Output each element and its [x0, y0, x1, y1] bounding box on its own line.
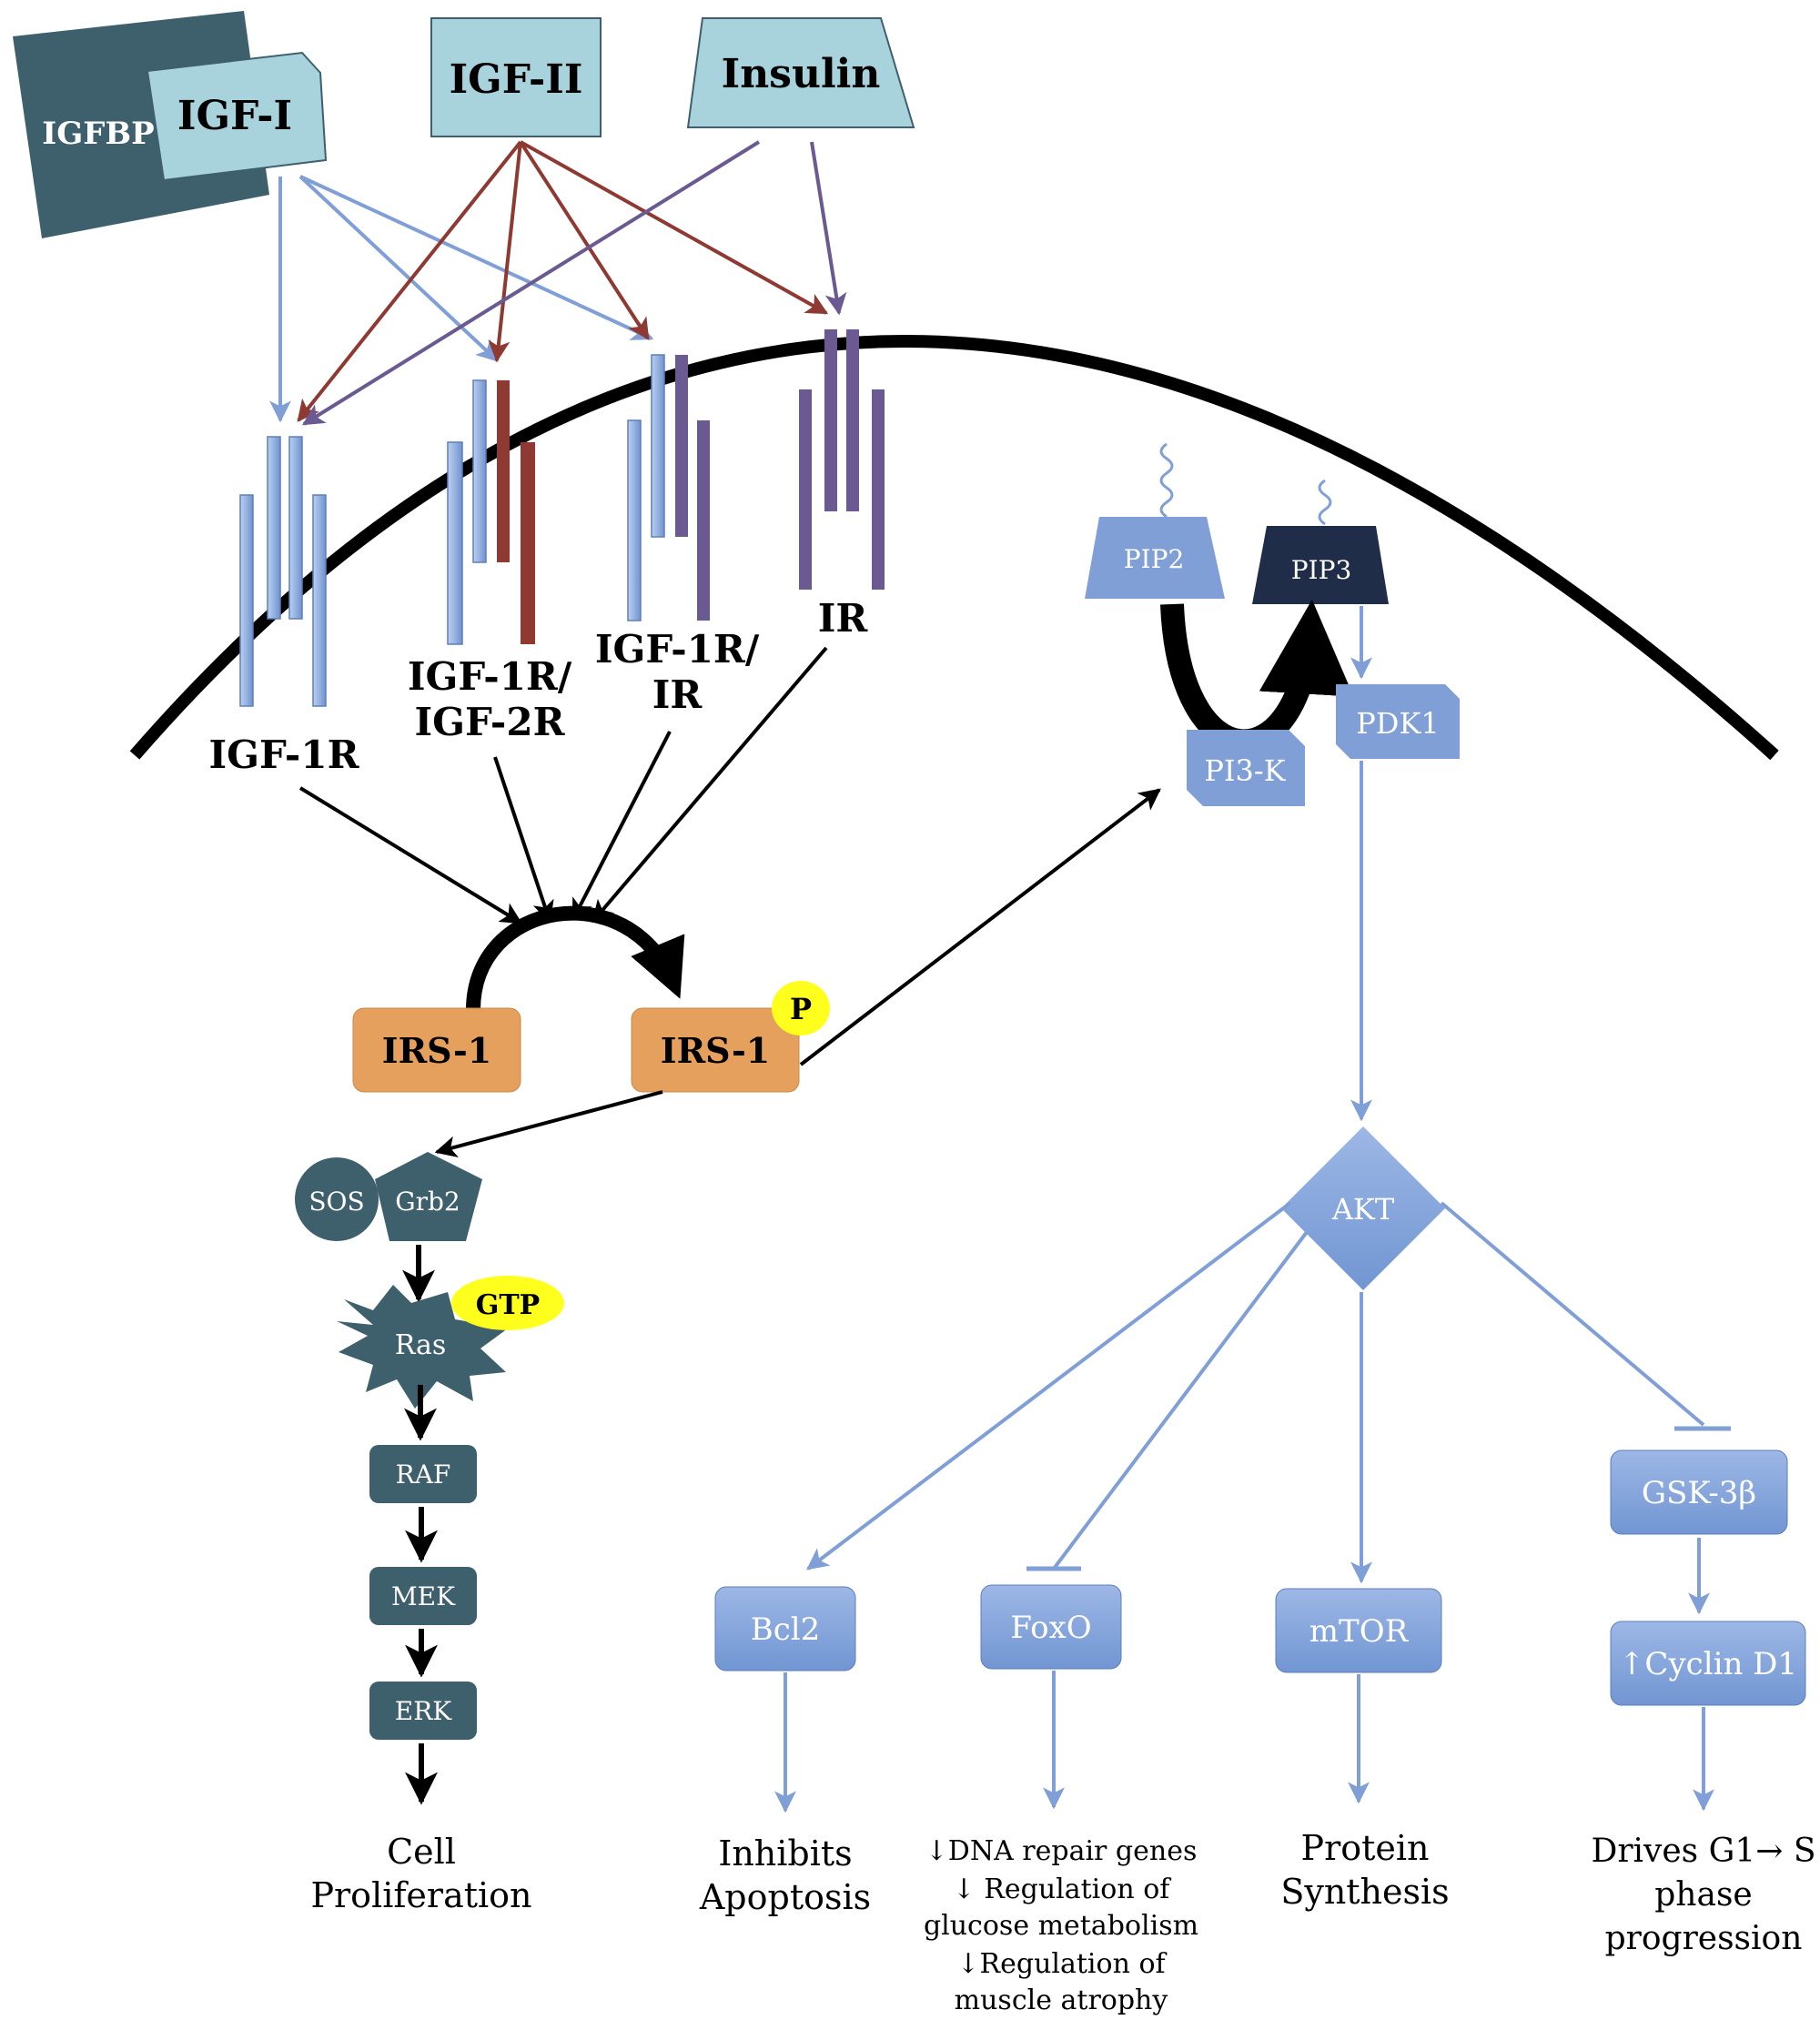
igf1r-igf2r-label-line1: IGF-1R/	[408, 654, 572, 699]
igfbp-igf1-complex: IGFBP IGF-I	[13, 11, 328, 238]
igf1r-ir-label-line1: IGF-1R/	[595, 627, 760, 672]
apoptosis-line2: Apoptosis	[699, 1877, 871, 1917]
cycle-line1: Drives G1→ S	[1591, 1833, 1815, 1870]
pip2-anchor-squiggle	[1159, 442, 1174, 519]
raf-label: RAF	[396, 1459, 451, 1490]
arrow-igf2-hybridir	[519, 140, 650, 341]
irs1-phosphorylated-node: IRS-1 P	[631, 981, 830, 1093]
arrow-akt-bcl2	[806, 1201, 1292, 1571]
gtp-label: GTP	[476, 1289, 541, 1321]
cycle-line2: phase	[1654, 1876, 1752, 1914]
proliferation-line2: Proliferation	[310, 1875, 531, 1915]
protein-line2: Synthesis	[1280, 1872, 1449, 1912]
proliferation-line1: Cell	[387, 1832, 456, 1872]
gsk3b-label: GSK-3β	[1642, 1475, 1756, 1511]
erk-label: ERK	[395, 1696, 453, 1726]
ras-label: Ras	[395, 1329, 447, 1361]
igf1r-ir-receptor: IGF-1R/ IR	[595, 354, 760, 717]
ras-node: Ras	[337, 1285, 508, 1409]
foxo-outcome-line4: ↓Regulation of	[956, 1948, 1167, 1980]
phospho-badge	[772, 981, 830, 1035]
pip2-node: PIP2	[1085, 517, 1225, 599]
insulin-shape	[686, 17, 915, 128]
akt-node: AKT	[1281, 1126, 1445, 1290]
arrow-insulin-ir	[810, 141, 847, 316]
arrow-igf1-hybridir	[299, 175, 654, 340]
pip-conversion-arc	[1160, 599, 1354, 753]
arrow-irs1-pi3k	[799, 788, 1161, 1066]
igf2-label: IGF-II	[450, 56, 583, 103]
protein-line1: Protein	[1301, 1828, 1430, 1868]
outcome-arrows	[774, 1671, 1714, 1813]
receptor-to-irs-arrows	[298, 646, 828, 924]
foxo-outcome-line1: ↓DNA repair genes	[925, 1835, 1198, 1867]
irs1-node: IRS-1	[352, 1007, 521, 1093]
foxo-node: FoxO	[980, 1584, 1122, 1670]
ligand-arrows	[269, 140, 847, 426]
arrow-irs1-grb2	[434, 1090, 663, 1158]
mtor-node: mTOR	[1275, 1588, 1442, 1673]
cyclin-d1-node: ↑Cyclin D1	[1610, 1621, 1806, 1706]
ir-receptor: IR	[799, 329, 885, 641]
inhibit-akt-gsk3b	[1440, 1201, 1705, 1427]
igfbp-label: IGFBP	[42, 116, 154, 152]
foxo-outcome-line5: muscle atrophy	[955, 1985, 1168, 2016]
pip3-node: PIP3	[1252, 526, 1389, 604]
raf-node: RAF	[369, 1445, 477, 1503]
pip2-label: PIP2	[1124, 544, 1185, 574]
pdk1-label: PDK1	[1356, 706, 1439, 741]
insulin-ligand: Insulin	[686, 17, 915, 128]
igf2-shape	[430, 17, 602, 137]
ir-label: IR	[818, 596, 869, 641]
pi3k-label: PI3-K	[1204, 753, 1286, 788]
sos-node: SOS	[295, 1157, 379, 1241]
insulin-label: Insulin	[722, 51, 881, 97]
igf1-shape	[146, 51, 328, 182]
pip3-anchor-squiggle	[1318, 479, 1332, 526]
igf1r-igf2r-label-line2: IGF-2R	[414, 700, 565, 744]
igf1r-igf2r-receptor: IGF-1R/ IGF-2R	[408, 379, 572, 744]
grb2-node: Grb2	[375, 1152, 482, 1241]
gsk3b-node: GSK-3β	[1610, 1449, 1788, 1535]
bcl2-node: Bcl2	[714, 1586, 856, 1672]
apoptosis-line1: Inhibits	[718, 1833, 852, 1874]
akt-branches	[806, 1201, 1731, 1584]
arrow-igf2-ir	[520, 140, 829, 315]
inhibit-akt-foxo	[1052, 1230, 1309, 1571]
foxo-outcome-line3: glucose metabolism	[924, 1910, 1198, 1942]
foxo-label: FoxO	[1010, 1610, 1091, 1646]
gtp-node: GTP	[451, 1276, 564, 1330]
grb2-label: Grb2	[395, 1187, 460, 1217]
igf1-label: IGF-I	[177, 93, 292, 139]
bcl2-label: Bcl2	[751, 1611, 821, 1648]
igf2-ligand: IGF-II	[430, 17, 602, 137]
irs1-phos-label: IRS-1	[661, 1030, 770, 1071]
igf1r-receptor: IGF-1R	[208, 436, 360, 777]
sos-label: SOS	[308, 1187, 364, 1217]
akt-label: AKT	[1331, 1192, 1395, 1227]
mek-node: MEK	[369, 1567, 477, 1625]
irs-phosphorylation-arc	[466, 905, 685, 1011]
cell-membrane	[129, 335, 1779, 761]
cycle-line3: progression	[1605, 1920, 1803, 1957]
arrow-igf2-hybrid2r	[488, 141, 522, 363]
erk-node: ERK	[369, 1682, 477, 1740]
arrow-igf1-hybrid2r	[298, 175, 499, 362]
mtor-label: mTOR	[1309, 1613, 1410, 1650]
pdk1-node: PDK1	[1336, 684, 1460, 759]
igf1r-label: IGF-1R	[208, 732, 359, 777]
arrow-insulin-igf1r	[301, 140, 761, 426]
cyclin-d1-label: ↑Cyclin D1	[1619, 1646, 1797, 1682]
mek-label: MEK	[391, 1581, 456, 1611]
igf1r-ir-label-line2: IR	[652, 672, 703, 717]
arrow-igf2-igf1r	[297, 140, 522, 422]
foxo-outcome-line2: ↓ Regulation of	[953, 1874, 1172, 1905]
phospho-label: P	[790, 992, 812, 1026]
pip3-label: PIP3	[1291, 555, 1352, 585]
irs1-label: IRS-1	[382, 1030, 491, 1071]
pi3k-node: PI3-K	[1187, 730, 1305, 806]
